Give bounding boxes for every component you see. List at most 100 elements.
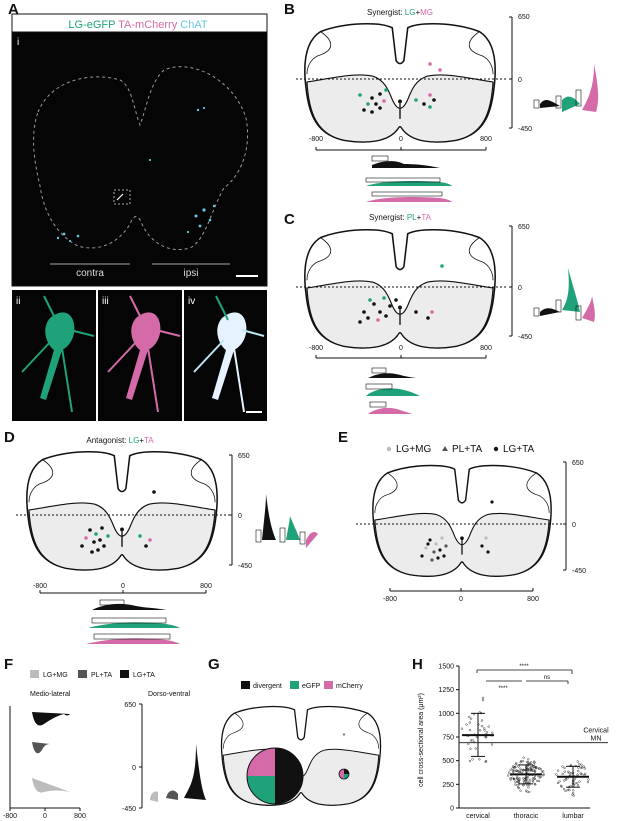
panel-g-legend-0: divergent	[253, 683, 282, 690]
panel-f-legend-1: PL+TA	[91, 672, 112, 679]
panel-d-violins-y	[255, 494, 318, 548]
panel-b-title: Synergist: LG+MG	[367, 8, 433, 17]
panel-h-data-point	[536, 779, 539, 782]
panel-h-stats	[462, 712, 589, 788]
panel-h-data-point	[485, 736, 488, 739]
panel-h-data-point	[520, 768, 523, 772]
panel-d-x-mid: 0	[121, 583, 125, 590]
panel-h-ylabel: cell cross-sectional area (μm²)	[418, 693, 425, 787]
panel-f-y-bot: -450	[122, 806, 136, 813]
panel-h-data-point	[538, 767, 541, 770]
panel-h-data-point	[577, 766, 580, 769]
panel-d-y-bot: -450	[238, 563, 252, 570]
panel-h-data-point	[573, 782, 577, 785]
panel-e-x-mid: 0	[459, 596, 463, 603]
panel-h-data-point	[517, 770, 520, 773]
panel-h-data-point	[563, 766, 566, 769]
panel-h-data-point	[556, 781, 560, 785]
panel-h-data-point	[564, 789, 567, 793]
panel-b-y-top: 650	[518, 14, 530, 21]
panel-c-y-top: 650	[518, 224, 530, 231]
panel-h-data-point	[509, 768, 512, 771]
panel-h-data-point	[568, 789, 571, 792]
panel-h-data-point	[586, 781, 590, 784]
panel-h-data-point	[576, 760, 579, 763]
panel-h-data-point	[521, 760, 525, 763]
panel-h-data-point	[487, 725, 490, 728]
panel-a-micrograph	[11, 13, 268, 287]
panel-h-data-point	[468, 715, 471, 719]
panel-c-cord	[304, 229, 496, 349]
panel-h-data-point	[465, 723, 468, 726]
panel-h-data-point	[582, 765, 585, 768]
cord-outline-dashed	[33, 66, 249, 250]
panel-g-pie-large	[246, 747, 304, 805]
panel-h-data-point	[516, 780, 519, 783]
neuron-merge	[193, 295, 265, 413]
panel-h-data-point	[516, 777, 519, 780]
panel-h-data-point	[541, 770, 544, 773]
panel-h-data-point	[578, 763, 581, 766]
panel-h-data-point	[511, 776, 514, 779]
panel-h-data-point	[522, 777, 525, 780]
panel-h-data-point	[483, 727, 486, 730]
panel-h-data-point	[528, 778, 532, 781]
panel-e-legend: LG+MG PL+TA LG+TA	[386, 444, 535, 455]
panel-e-cord	[372, 464, 552, 578]
panel-h-data-point	[473, 741, 476, 744]
panel-a-sub-ii: ii	[16, 296, 20, 307]
panel-b-cord	[304, 23, 496, 143]
panel-h-data-point	[471, 758, 474, 761]
panel-b-violins-y	[533, 64, 599, 112]
panel-h-data-point	[534, 783, 537, 786]
panel-d-violins-x	[86, 599, 180, 644]
panel-h-data-point	[484, 759, 488, 763]
panel-a-legend-bar	[11, 13, 268, 33]
contra-label: contra	[76, 268, 104, 279]
panel-h-data-point	[567, 770, 570, 773]
panel-f-y-mid: 0	[132, 765, 136, 772]
panel-h-data-point	[511, 767, 514, 770]
panel-h-data-point	[526, 778, 529, 782]
panel-h-data-point	[556, 769, 560, 772]
panel-h-data-point	[576, 784, 580, 787]
panel-f-ml-title: Medio-lateral	[30, 691, 71, 698]
panel-h-data-point	[527, 786, 530, 789]
panel-h-data-point	[561, 772, 564, 776]
panel-h-ytick-label: 1250	[438, 687, 454, 694]
panel-h-data-point	[533, 767, 536, 770]
panel-h-category-cervical: cervical	[466, 813, 490, 820]
panel-h-threshold-label-1: Cervical	[583, 728, 609, 735]
panel-g-letter: G	[208, 656, 220, 673]
panel-h-data-point	[587, 778, 590, 781]
panel-h-points	[460, 696, 590, 797]
panel-e-x-left: -800	[383, 596, 397, 603]
panel-h-data-point	[474, 747, 477, 750]
panel-b-y-bot: -450	[518, 126, 532, 133]
panel-c-y-mid: 0	[518, 285, 522, 292]
panel-h-data-point	[515, 769, 518, 772]
panel-e-y-bot: -450	[572, 568, 586, 575]
panel-h-data-point	[512, 770, 515, 773]
panel-f-ml-violins	[32, 712, 70, 793]
panel-h-data-point	[531, 768, 534, 771]
neuron-green	[21, 295, 95, 413]
panel-h-data-point	[580, 763, 583, 766]
panel-b-x-mid: 0	[399, 136, 403, 143]
panel-c-x-mid: 0	[399, 345, 403, 352]
panel-h-data-point	[538, 776, 541, 779]
panel-h-data-point	[469, 747, 472, 750]
panel-a-legend: LG-eGFP TA-mCherry ChAT	[68, 19, 207, 31]
panel-h-data-point	[514, 763, 517, 766]
panel-h-data-point	[561, 765, 564, 768]
panel-h-data-point	[517, 786, 520, 790]
panel-e-letter: E	[338, 429, 348, 446]
panel-f-legend-0: LG+MG	[43, 672, 68, 679]
panel-f-x-mid: 0	[43, 813, 47, 820]
panel-h-ytick-label: 1000	[438, 711, 454, 718]
panel-c-dots	[358, 264, 444, 324]
panel-e-legend-2: LG+TA	[503, 444, 535, 455]
panel-g-cord	[220, 705, 382, 807]
